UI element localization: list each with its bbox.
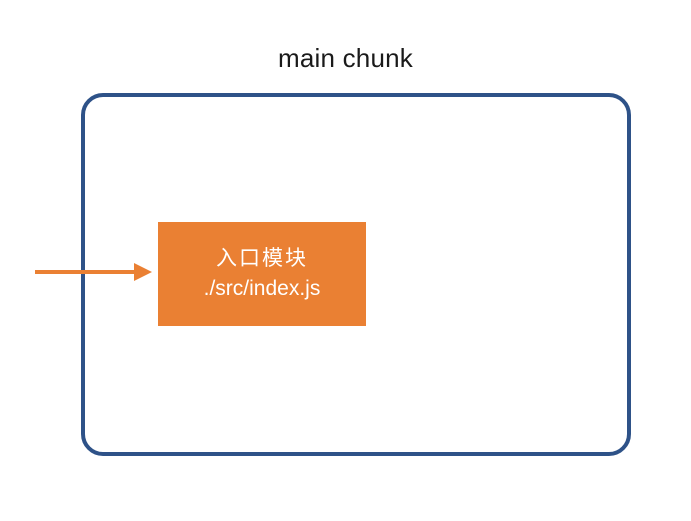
- entry-module-label-secondary: ./src/index.js: [203, 277, 321, 300]
- page-title: main chunk: [278, 43, 413, 73]
- entry-module-node[interactable]: 入口模块 ./src/index.js: [158, 222, 366, 326]
- chunk-boundary-rect: [81, 93, 631, 456]
- entry-module-label-primary: 入口模块: [216, 247, 308, 270]
- arrow-head-icon: [134, 263, 152, 281]
- incoming-entry-arrow: [35, 263, 152, 281]
